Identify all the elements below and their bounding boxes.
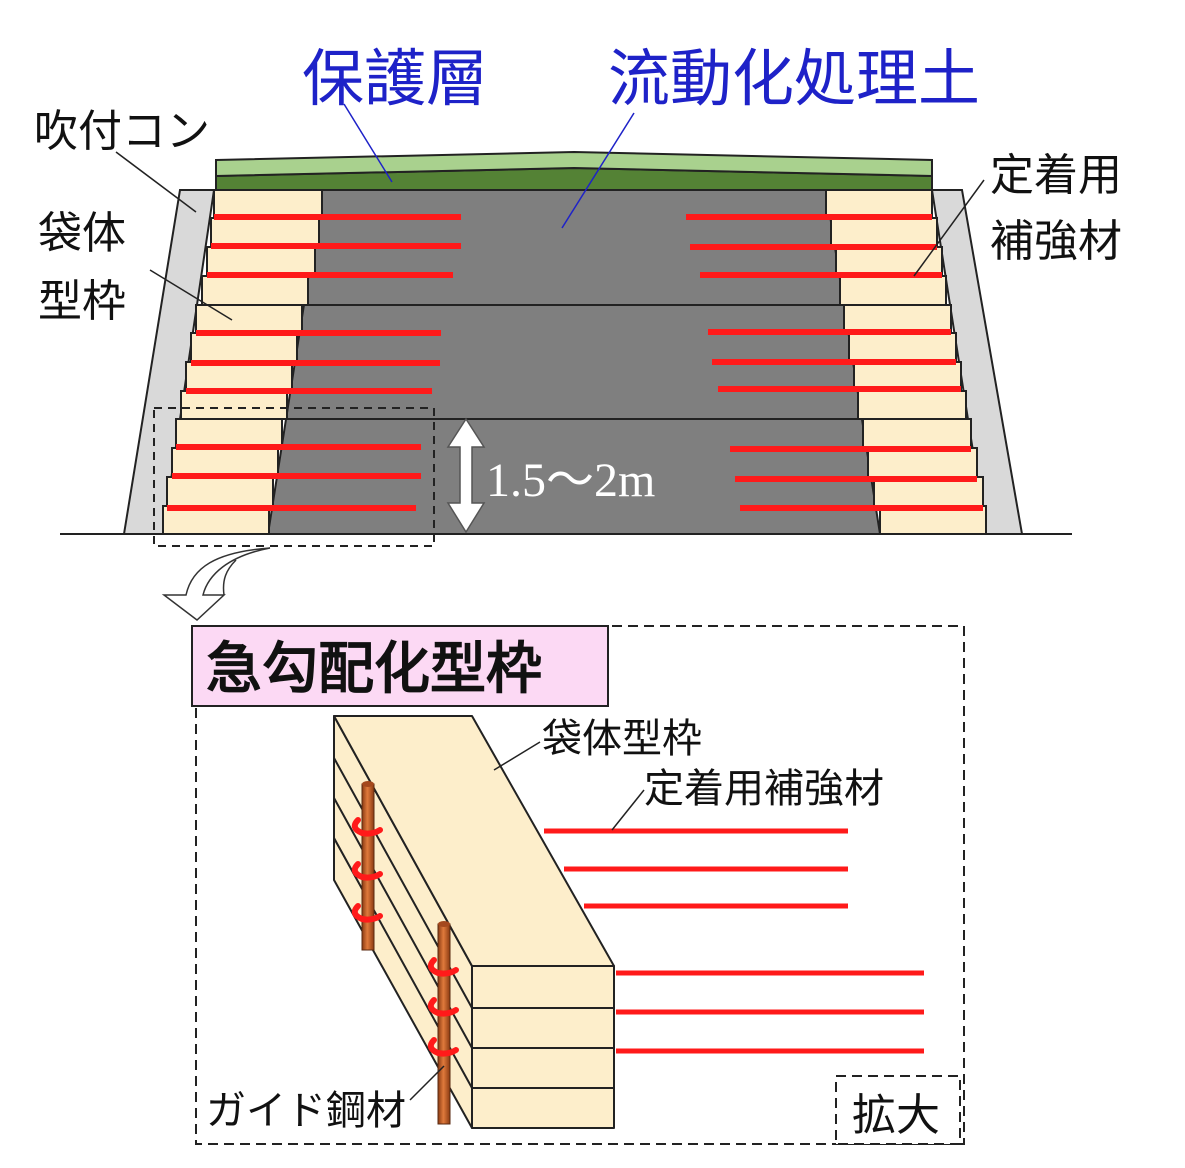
height-arrow	[446, 417, 486, 534]
shotcrete-label: 吹付コン	[34, 106, 210, 157]
anchor-hook	[351, 903, 383, 923]
rod-cap	[438, 921, 450, 927]
anchor-hook	[427, 1037, 459, 1057]
guide-steel-label: ガイド鋼材	[206, 1088, 406, 1134]
detail-view: 急勾配化型枠	[191, 625, 965, 1145]
detail-bag-stack	[333, 715, 615, 1129]
bag-form	[166, 476, 274, 507]
enlarge-tag-label: 拡大	[852, 1090, 940, 1141]
anchor-hook	[351, 817, 383, 837]
leader-detail-bag	[493, 741, 541, 771]
guide-steel-rod	[437, 923, 451, 1125]
leader-guide-steel	[409, 1065, 445, 1101]
detail-reinforcement	[544, 828, 924, 1054]
enlarge-pointer-arrow	[161, 547, 271, 621]
bag-form	[867, 447, 978, 478]
anchor-hook	[351, 861, 383, 881]
leader-bag	[149, 269, 233, 321]
height-label: 1.5～2m	[486, 454, 655, 507]
bag-form	[825, 189, 933, 219]
bag-front-face	[471, 965, 615, 1009]
bag-form-label-1: 袋体	[38, 208, 126, 259]
bag-form	[835, 246, 943, 277]
rod-cap	[362, 781, 374, 787]
leader-detail-anchor	[611, 789, 645, 831]
leader-protect	[343, 103, 393, 183]
bag-form	[206, 246, 316, 277]
anchor-hook	[427, 997, 459, 1017]
leader-shotcrete	[115, 151, 197, 213]
guide-steel-rod	[361, 783, 375, 951]
anchor-hook	[427, 957, 459, 977]
anchor-hooks	[351, 817, 459, 1057]
leader-anchor	[913, 179, 985, 277]
bag-form	[190, 332, 298, 363]
bag-form	[171, 447, 279, 478]
bag-form	[843, 304, 952, 334]
bag-form	[175, 418, 283, 449]
bag-form-label-2: 型枠	[38, 276, 126, 327]
cross-section: 1.5～2m	[60, 103, 1072, 547]
bag-front-face	[471, 1087, 615, 1129]
steep-form-title: 急勾配化型枠	[206, 637, 542, 702]
enlarge-tag-box	[835, 1075, 961, 1145]
bag-form	[213, 189, 323, 219]
bag-form	[180, 390, 288, 420]
bag-front-face	[471, 1047, 615, 1089]
detail-anchor-label: 定着用補強材	[644, 766, 884, 812]
bag-form	[201, 275, 309, 306]
protect-layer-light	[215, 150, 933, 178]
reinforcement-right	[686, 214, 983, 511]
anchor-label-1: 定着用	[990, 150, 1122, 201]
bag-front-face	[471, 1007, 615, 1049]
reinforcement-left	[167, 214, 461, 511]
leader-fluid	[561, 112, 635, 229]
detail-callout-box	[153, 407, 435, 547]
fluidized-soil-label: 流動化処理土	[608, 42, 980, 115]
protect-layer-label: 保護層	[302, 42, 488, 115]
bag-form	[195, 304, 303, 334]
bag-form	[830, 217, 938, 248]
steep-form-title-box	[191, 625, 609, 707]
bag-form	[857, 390, 967, 420]
bag-forms-left	[162, 189, 323, 535]
bag-form	[848, 332, 957, 363]
detail-bag-form-label: 袋体型枠	[542, 716, 702, 762]
anchor-label-2: 補強材	[990, 216, 1122, 267]
bag-form	[839, 275, 947, 306]
bag-form	[185, 361, 293, 392]
bag-form	[210, 217, 320, 248]
bag-form	[862, 418, 972, 449]
